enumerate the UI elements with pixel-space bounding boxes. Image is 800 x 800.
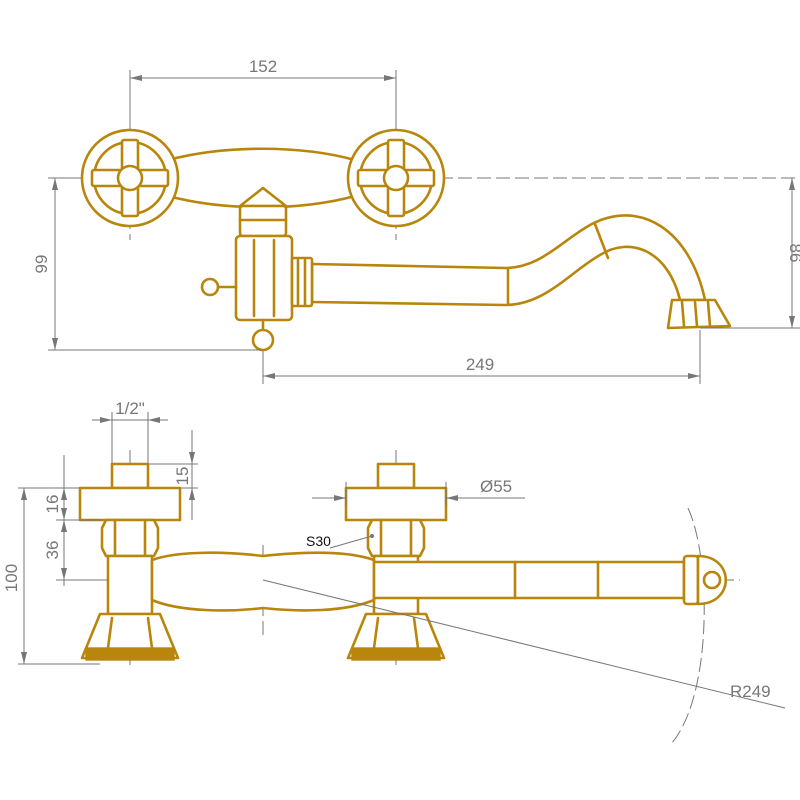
front-left-connector: [78, 462, 182, 661]
front-view: 1/2" 15 16 36: [2, 399, 786, 746]
dim-depth-right: 86: [700, 178, 800, 329]
dim-rosette-height: 16: [43, 455, 102, 586]
top-spout: [310, 214, 732, 330]
dim-depth-right-value: 86: [786, 244, 800, 263]
dim-depth-left: 99: [32, 177, 262, 351]
dim-thread-length-value: 15: [173, 467, 192, 486]
dim-total-height-value: 100: [2, 564, 21, 592]
dim-nut-height-value: 36: [43, 541, 62, 560]
dim-spout-length: 249: [262, 330, 701, 384]
dim-thread-value: 1/2": [115, 399, 145, 418]
top-diverter: [200, 186, 314, 352]
dim-depth-left-value: 99: [32, 255, 51, 274]
dim-swing-radius-value: R249: [730, 682, 771, 701]
dim-rosette-diameter-value: Ø55: [480, 477, 512, 496]
wrench-size-label: S30: [306, 533, 331, 549]
dim-thread: 1/2": [92, 399, 168, 464]
dim-rosette-diameter: Ø55: [312, 477, 525, 505]
swing-arc: [669, 507, 705, 746]
top-right-handle: [346, 128, 446, 228]
dim-nut-height: 36: [43, 520, 108, 581]
front-body: [150, 551, 376, 612]
dim-rosette-height-value: 16: [43, 495, 62, 514]
top-view: 152 99 86 249: [32, 57, 800, 384]
dim-total-height: 100: [2, 487, 100, 665]
dim-spout-length-value: 249: [466, 355, 494, 374]
dim-handle-spacing: 152: [129, 57, 397, 130]
front-spout: [372, 554, 728, 606]
dim-handle-spacing-value: 152: [249, 57, 277, 76]
dim-thread-length: 15: [148, 430, 198, 520]
wrench-size-callout: S30: [306, 533, 374, 549]
top-left-handle: [80, 128, 180, 228]
